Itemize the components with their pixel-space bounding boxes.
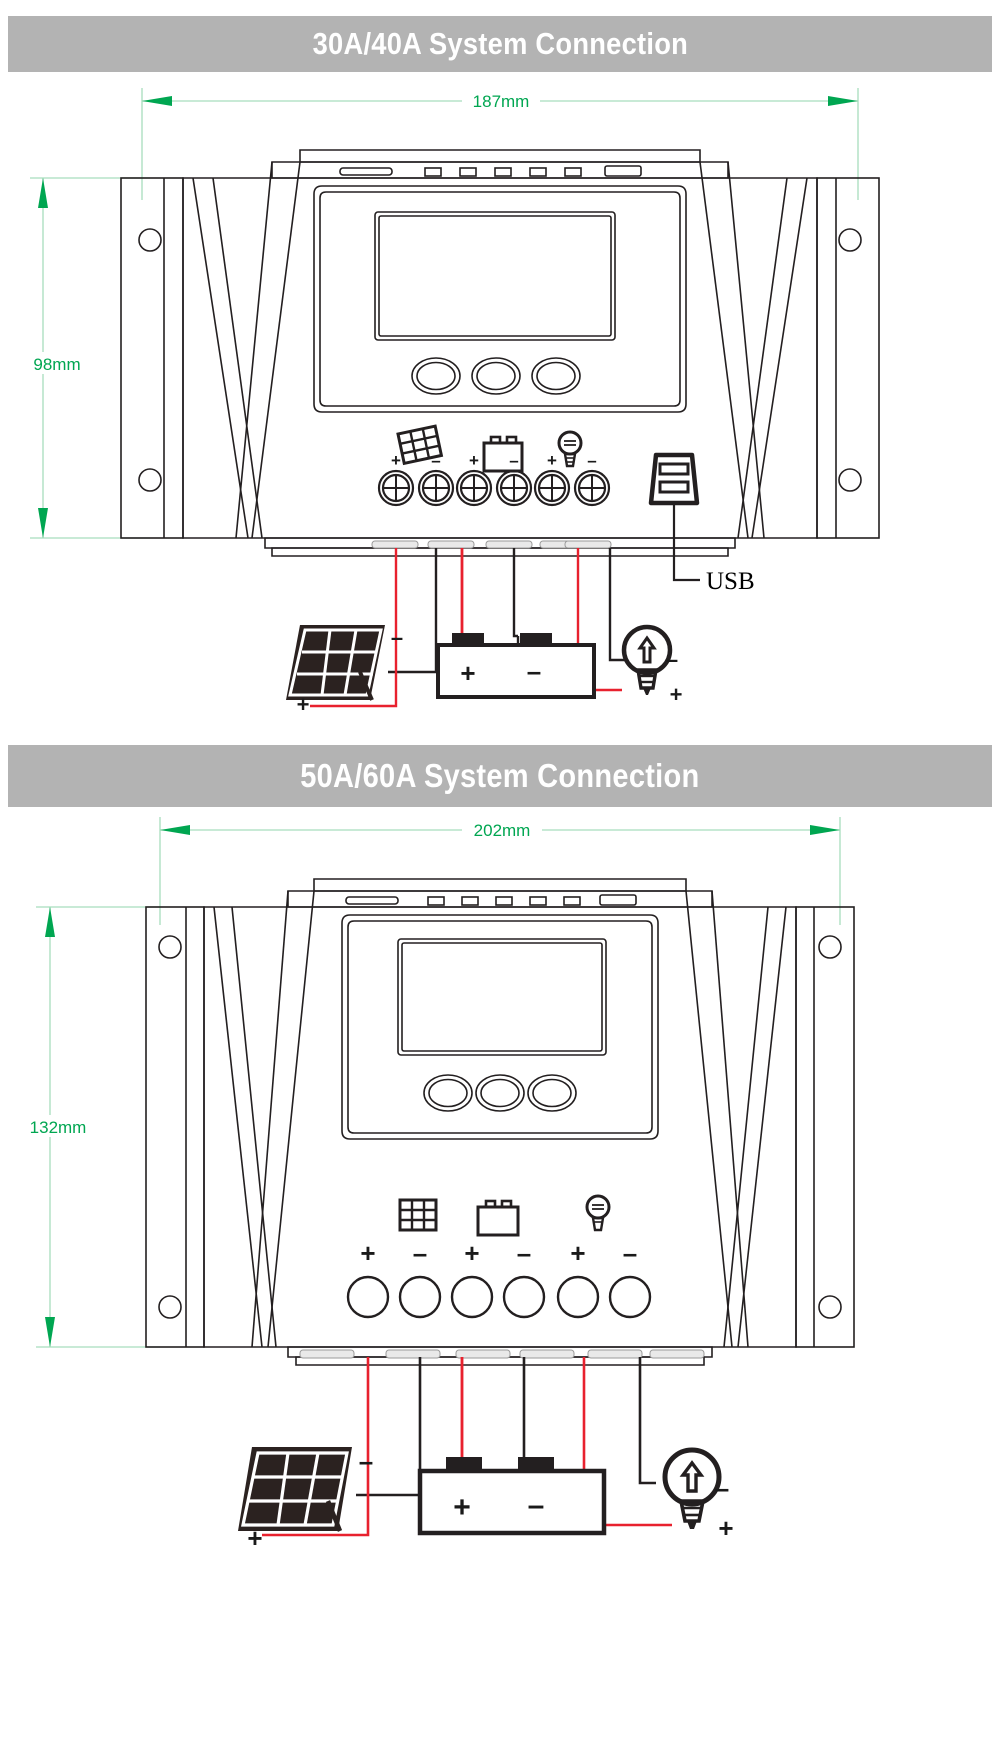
dimension-height-30a: 98mm [22, 177, 150, 539]
terminal-plus-solar-50a: + [360, 1238, 375, 1268]
diagram-50a-60a: 202mm 132mm [20, 817, 855, 1553]
battery-plus-label-50a: + [453, 1491, 471, 1524]
light-bulb-plus-label-50a: + [718, 1513, 733, 1543]
terminal-plus-solar-30a: + [391, 451, 401, 470]
battery-icon-terminal-50a [476, 1199, 520, 1237]
battery-minus-label-50a: – [528, 1489, 545, 1522]
dimension-width-label-50a: 202mm [474, 821, 531, 840]
device-light-bulb-50a: – + [662, 1447, 734, 1543]
solar-panel-icon-terminal-30a [396, 424, 444, 466]
diagram-30a-40a: 187mm 98mm [22, 88, 880, 717]
terminal-minus-battery-50a: – [517, 1238, 531, 1268]
terminal-minus-solar-30a: – [431, 451, 440, 470]
device-battery-30a: + – [436, 633, 596, 699]
terminal-plus-load-50a: + [570, 1238, 585, 1268]
banner-title-30a-40a: 30A/40A System Connection [312, 26, 688, 61]
dimension-height-label-30a: 98mm [33, 355, 80, 374]
controller-body-50a [145, 878, 855, 1366]
usb-leader-30a [672, 503, 700, 582]
device-solar-panel-30a: + – [286, 625, 403, 717]
terminal-plus-load-30a: + [547, 451, 557, 470]
dimension-height-50a: 132mm [20, 906, 160, 1348]
device-light-bulb-30a: – + [621, 624, 683, 707]
usb-port-icon-30a [648, 452, 700, 506]
battery-icon-terminal-30a [482, 435, 524, 473]
light-bulb-minus-label-30a: – [666, 647, 678, 672]
solar-panel-icon-terminal-50a [398, 1198, 438, 1232]
light-bulb-minus-label-50a: – [715, 1473, 729, 1503]
dimension-width-30a: 187mm [141, 88, 859, 200]
light-bulb-icon-terminal-50a [585, 1194, 611, 1232]
section-50a-60a: 50A/60A System Connection 202mm 132mm [0, 735, 1000, 1760]
terminal-plus-battery-30a: + [469, 451, 479, 470]
terminal-minus-solar-50a: – [413, 1238, 427, 1268]
dimension-width-50a: 202mm [159, 817, 841, 925]
solar-panel-minus-label-30a: – [391, 625, 403, 650]
terminal-minus-load-50a: – [623, 1238, 637, 1268]
terminal-screws-50a [346, 1275, 652, 1319]
terminal-plus-battery-50a: + [464, 1238, 479, 1268]
banner-title-50a-60a: 50A/60A System Connection [300, 757, 700, 794]
section-30a-40a: 30A/40A System Connection 187mm 98mm [0, 0, 1000, 735]
terminal-screws-30a [377, 469, 611, 507]
solar-panel-plus-label-50a: + [247, 1523, 262, 1553]
light-bulb-icon-terminal-30a [557, 430, 583, 468]
usb-label-30a: USB [706, 568, 755, 595]
device-solar-panel-50a: + – [238, 1446, 373, 1553]
terminal-minus-load-30a: – [587, 451, 596, 470]
terminal-minus-battery-30a: – [509, 451, 518, 470]
controller-bottom-slots-50a [299, 1349, 705, 1359]
battery-plus-label-30a: + [460, 658, 475, 688]
battery-minus-label-30a: – [527, 656, 541, 686]
controller-body-30a [120, 149, 880, 557]
controller-buttons-50a [423, 1074, 577, 1112]
controller-bottom-slots-30a [371, 540, 612, 549]
light-bulb-plus-label-30a: + [670, 682, 683, 707]
section-banner-30a-40a: 30A/40A System Connection [8, 16, 992, 72]
dimension-width-label-30a: 187mm [473, 92, 530, 111]
section-banner-50a-60a: 50A/60A System Connection [8, 745, 992, 807]
controller-buttons-30a [411, 357, 581, 395]
solar-panel-minus-label-50a: – [359, 1446, 373, 1476]
device-battery-50a: + – [417, 1457, 607, 1536]
dimension-height-label-50a: 132mm [30, 1118, 87, 1137]
solar-panel-plus-label-30a: + [297, 692, 310, 717]
